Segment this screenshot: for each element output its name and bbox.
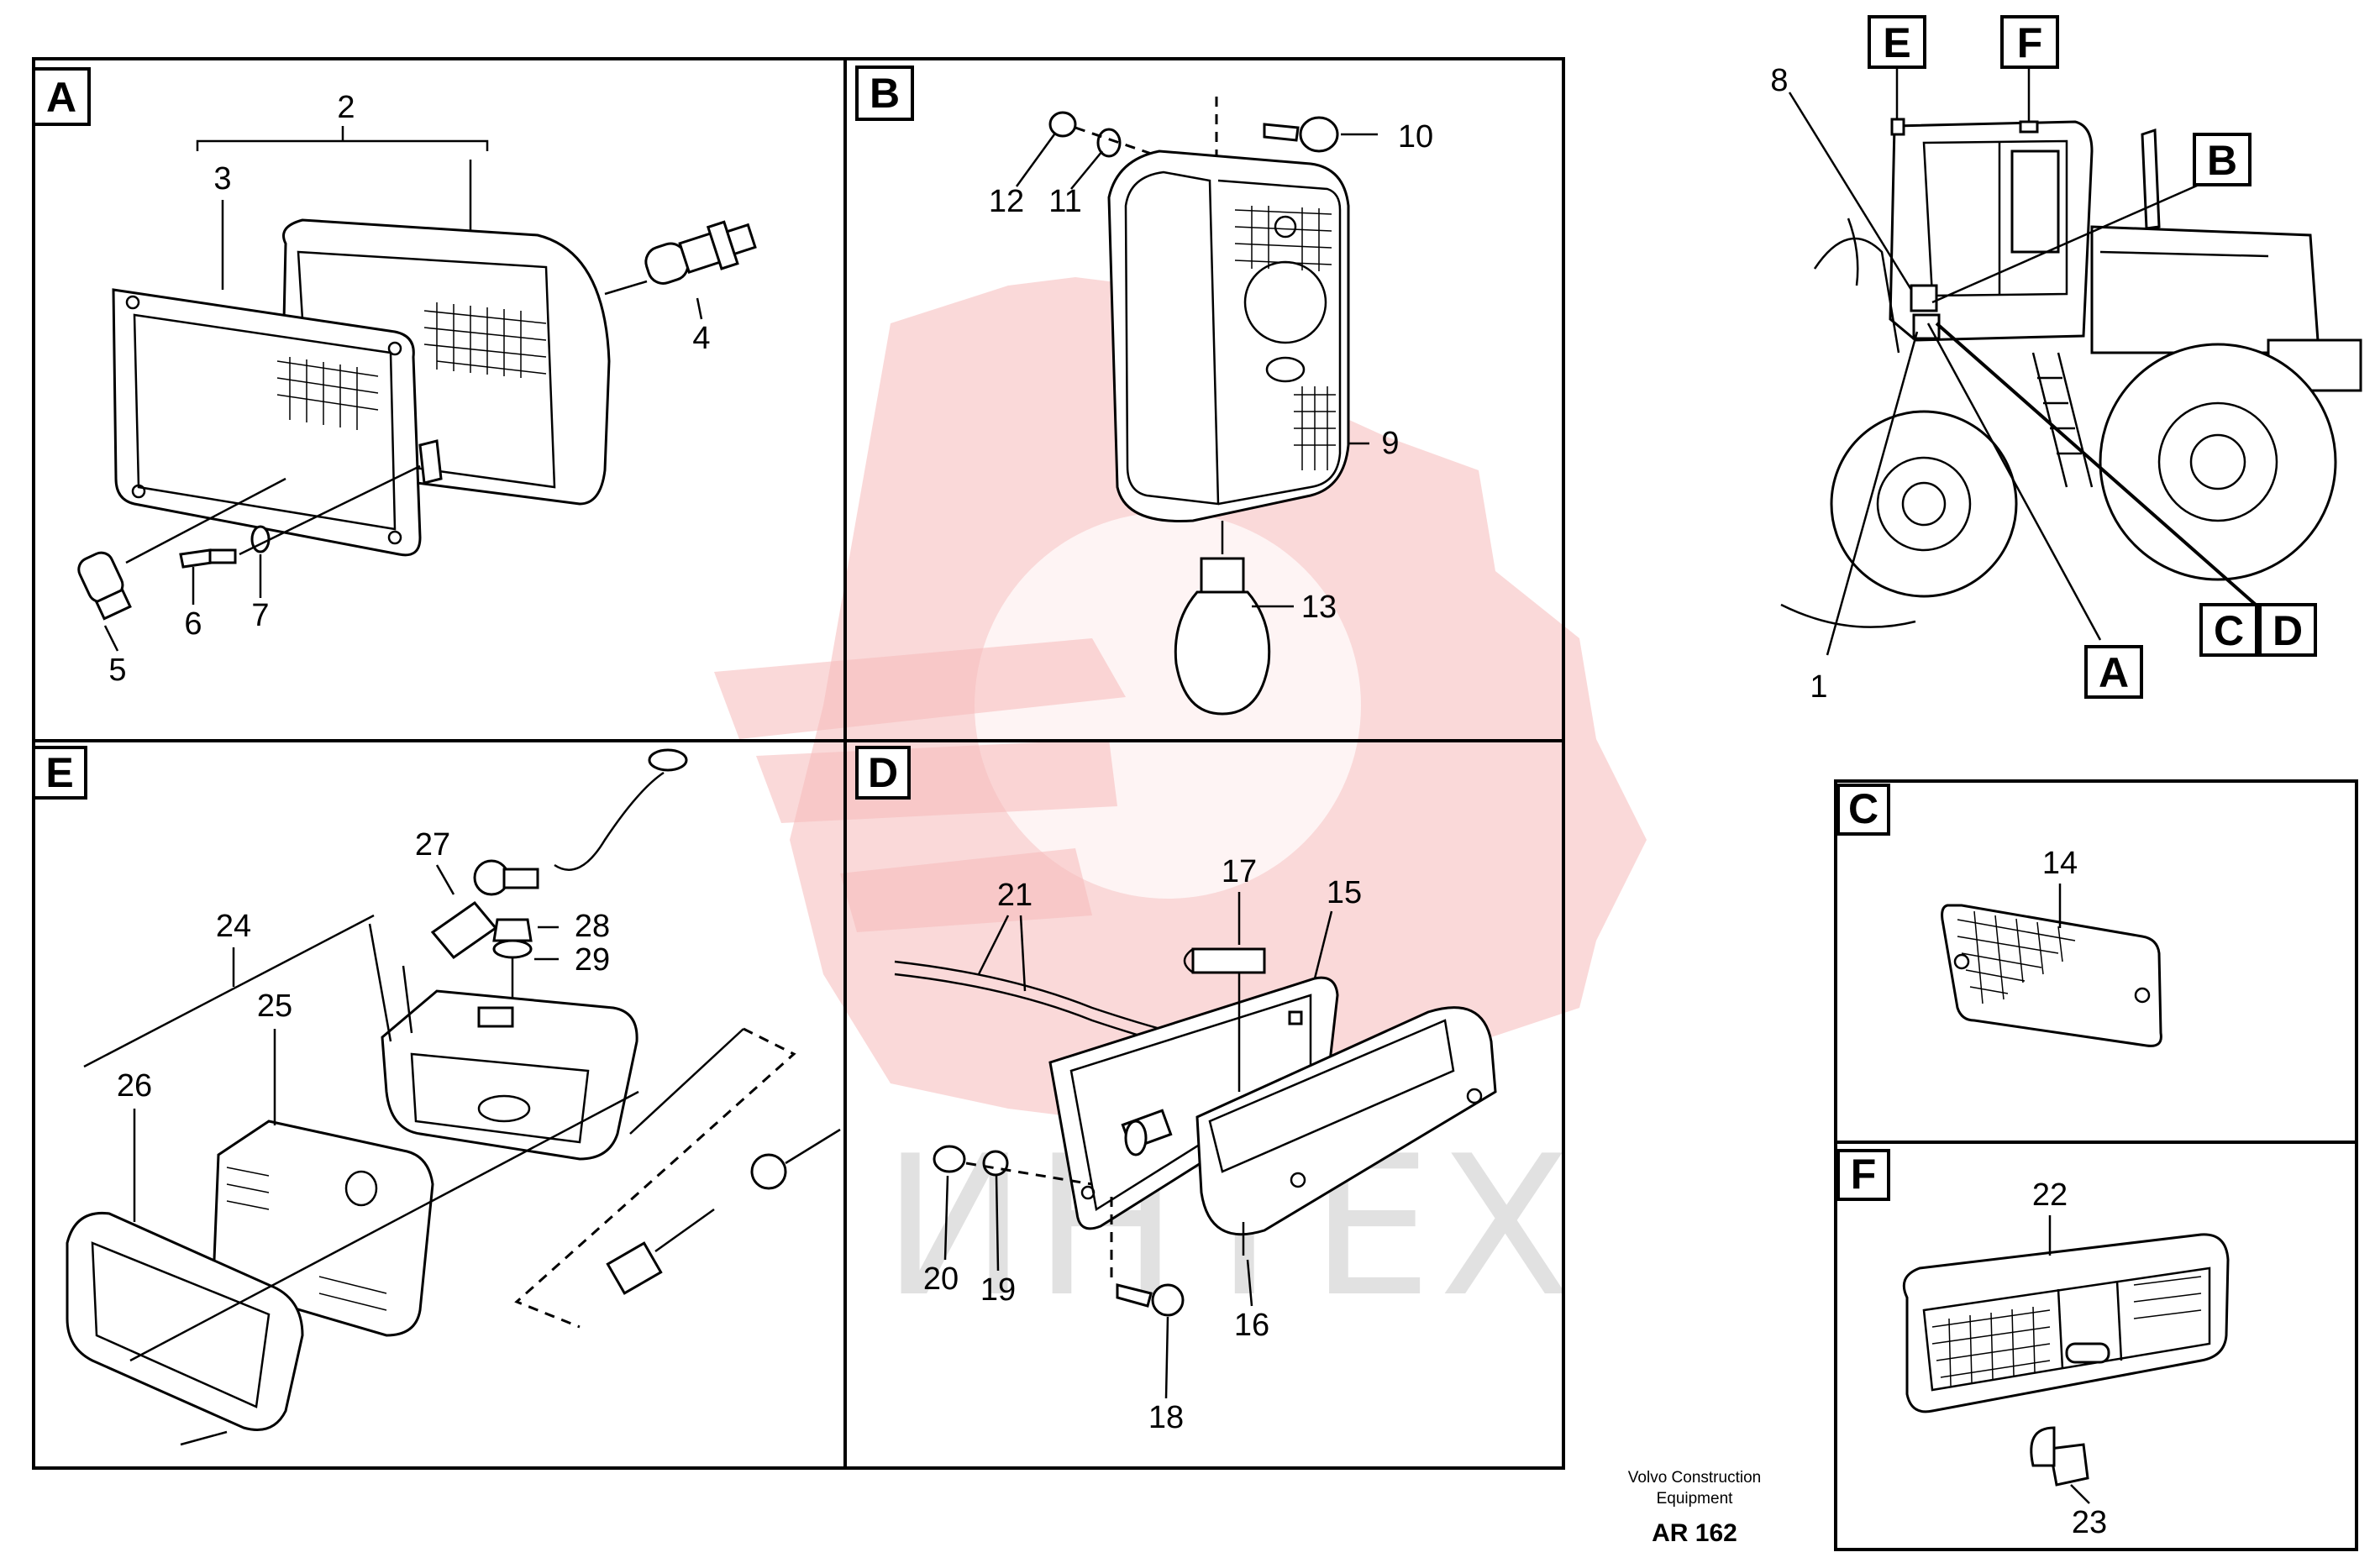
company-line-2: Equipment [1657,1490,1734,1508]
marker-a: A [2099,649,2129,696]
panel-b-drawing [1048,97,1378,716]
svg-text:C: C [1848,785,1878,832]
panel-d-callouts: 21 17 15 16 20 19 18 [923,854,1362,1435]
marker-d: D [2273,607,2303,654]
overview-markers: 8 1 E F B C D A [1770,15,2317,705]
callout-24: 24 [216,909,251,944]
panel-c-drawing [1941,904,2162,1047]
svg-text:D: D [868,749,898,796]
panel-e-callouts: 27 28 29 24 25 26 [117,827,610,1222]
marker-e: E [1883,19,1910,66]
panel-d-drawing [894,947,1497,1317]
panel-f-label: F [1836,1149,1890,1201]
callout-1: 1 [1810,669,1827,705]
callout-3: 3 [213,161,231,197]
svg-text:B: B [870,70,900,117]
callout-26: 26 [117,1068,152,1104]
callout-5: 5 [108,653,126,688]
callout-13: 13 [1301,590,1337,625]
callout-11: 11 [1048,184,1081,219]
callout-14: 14 [2042,846,2078,881]
panel-e-drawing [66,748,841,1446]
callout-29: 29 [575,942,610,978]
overview-wheel-loader [1780,67,2362,656]
callout-15: 15 [1327,875,1362,910]
callout-25: 25 [257,989,292,1024]
panel-d-label: D [855,746,911,800]
footer: Volvo Construction Equipment AR 162 [1628,1469,1761,1547]
panel-a-callouts: 2 3 4 5 6 7 [103,90,711,688]
panel-d-frame [843,739,1565,1470]
callout-22: 22 [2032,1177,2068,1213]
callout-6: 6 [184,606,202,642]
callout-2: 2 [337,90,355,125]
callout-10: 10 [1398,119,1433,155]
callout-19: 19 [980,1272,1016,1308]
callout-20: 20 [923,1261,959,1297]
company-line-1: Volvo Construction [1628,1469,1761,1487]
panel-b-callouts: 10 11 12 9 13 [989,119,1433,625]
panel-a-drawing [77,126,757,621]
panel-a-label: A [32,67,91,126]
marker-c: C [2214,607,2244,654]
drawing-code: AR 162 [1652,1519,1737,1547]
panel-e-label: E [32,746,87,800]
callout-21: 21 [997,878,1032,913]
callout-28: 28 [575,909,610,944]
panel-f-drawing [1902,1233,2230,1487]
panel-f-callouts: 22 23 [2032,1177,2107,1540]
panel-f-frame [1834,1141,2358,1551]
callout-4: 4 [692,321,710,356]
callout-12: 12 [989,184,1024,219]
callout-8: 8 [1770,63,1788,98]
svg-text:F: F [1851,1151,1877,1198]
callout-7: 7 [251,598,269,633]
callout-18: 18 [1148,1400,1184,1435]
panel-c-callouts: 14 [2042,846,2078,928]
marker-b: B [2207,137,2237,184]
svg-text:E: E [45,749,73,796]
marker-f: F [2017,19,2043,66]
callout-23: 23 [2072,1505,2107,1540]
svg-text:A: A [46,74,76,121]
panel-c-label: C [1836,784,1890,836]
panel-b-label: B [855,66,914,121]
callout-9: 9 [1381,426,1399,461]
callout-16: 16 [1234,1308,1269,1343]
callout-17: 17 [1222,854,1257,889]
callout-27: 27 [415,827,450,863]
